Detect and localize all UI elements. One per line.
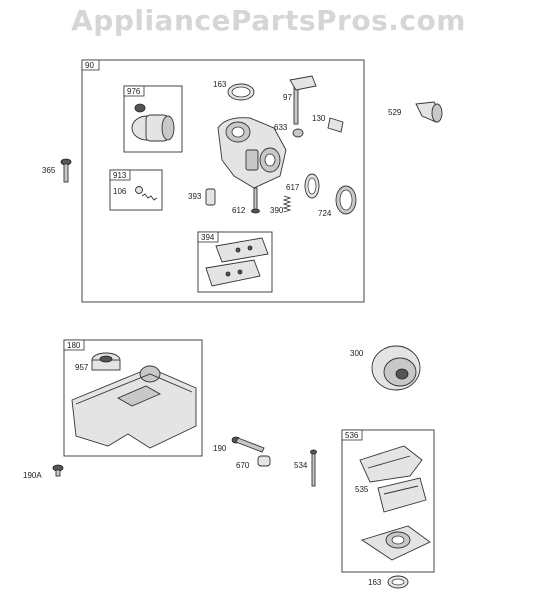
- label-913[interactable]: 913: [113, 171, 127, 180]
- label-617[interactable]: 617: [286, 183, 300, 192]
- plate-130: [327, 117, 344, 133]
- label-633[interactable]: 633: [274, 123, 288, 132]
- group-box-976: [123, 85, 183, 153]
- label-390[interactable]: 390: [270, 206, 284, 215]
- spring-390: [282, 195, 292, 213]
- stud-534: [310, 449, 317, 487]
- washer-633: [292, 128, 304, 138]
- label-534[interactable]: 534: [294, 461, 308, 470]
- label-190[interactable]: 190: [213, 444, 227, 453]
- elbow-529: [415, 101, 443, 123]
- throttle-shaft-part: [289, 75, 317, 125]
- label-612[interactable]: 612: [232, 206, 246, 215]
- label-724[interactable]: 724: [318, 209, 332, 218]
- label-957[interactable]: 957: [75, 363, 89, 372]
- label-393[interactable]: 393: [188, 192, 202, 201]
- fuel-cap-957: [91, 352, 121, 371]
- label-106[interactable]: 106: [113, 187, 127, 196]
- pre-cleaner-part: [359, 445, 423, 483]
- spacer-670: [257, 455, 271, 467]
- label-190a[interactable]: 190A: [23, 471, 42, 480]
- group-box-913: [109, 169, 163, 211]
- label-529[interactable]: 529: [388, 108, 402, 117]
- label-163-top[interactable]: 163: [213, 80, 227, 89]
- tag-976: [123, 85, 145, 97]
- label-90[interactable]: 90: [85, 61, 94, 70]
- carburetor-body-part: [217, 117, 287, 189]
- gasket-set-part: [205, 237, 269, 287]
- bowl-screw-612: [251, 187, 260, 214]
- fuel-tank-180: [71, 365, 197, 449]
- tag-536: [341, 429, 363, 441]
- label-536[interactable]: 536: [345, 431, 359, 440]
- bolt-190: [231, 436, 265, 453]
- bolt-190a: [52, 464, 64, 477]
- label-180[interactable]: 180: [67, 341, 81, 350]
- filter-element-535: [377, 477, 427, 513]
- tag-394: [197, 231, 219, 243]
- tag-90: [81, 59, 100, 71]
- label-976[interactable]: 976: [127, 87, 141, 96]
- label-300[interactable]: 300: [350, 349, 364, 358]
- group-box-180: [63, 339, 203, 457]
- label-130[interactable]: 130: [312, 114, 326, 123]
- needle-spring-part: [135, 186, 158, 201]
- group-box-394: [197, 231, 273, 293]
- tag-913: [109, 169, 131, 181]
- tag-180: [63, 339, 85, 351]
- intake-seal-part: [131, 103, 175, 142]
- label-365[interactable]: 365: [42, 166, 56, 175]
- label-163-bottom[interactable]: 163: [368, 578, 382, 587]
- label-394[interactable]: 394: [201, 233, 215, 242]
- filter-base-part: [360, 525, 431, 561]
- float-393: [205, 188, 216, 206]
- label-97[interactable]: 97: [283, 93, 292, 102]
- air-filter-300: [371, 345, 421, 391]
- watermark: AppliancePartsPros.com: [71, 4, 466, 37]
- label-670[interactable]: 670: [236, 461, 250, 470]
- group-box-536: [341, 429, 435, 573]
- group-box-90: [81, 59, 365, 303]
- screw-365: [60, 158, 72, 183]
- label-535[interactable]: 535: [355, 485, 369, 494]
